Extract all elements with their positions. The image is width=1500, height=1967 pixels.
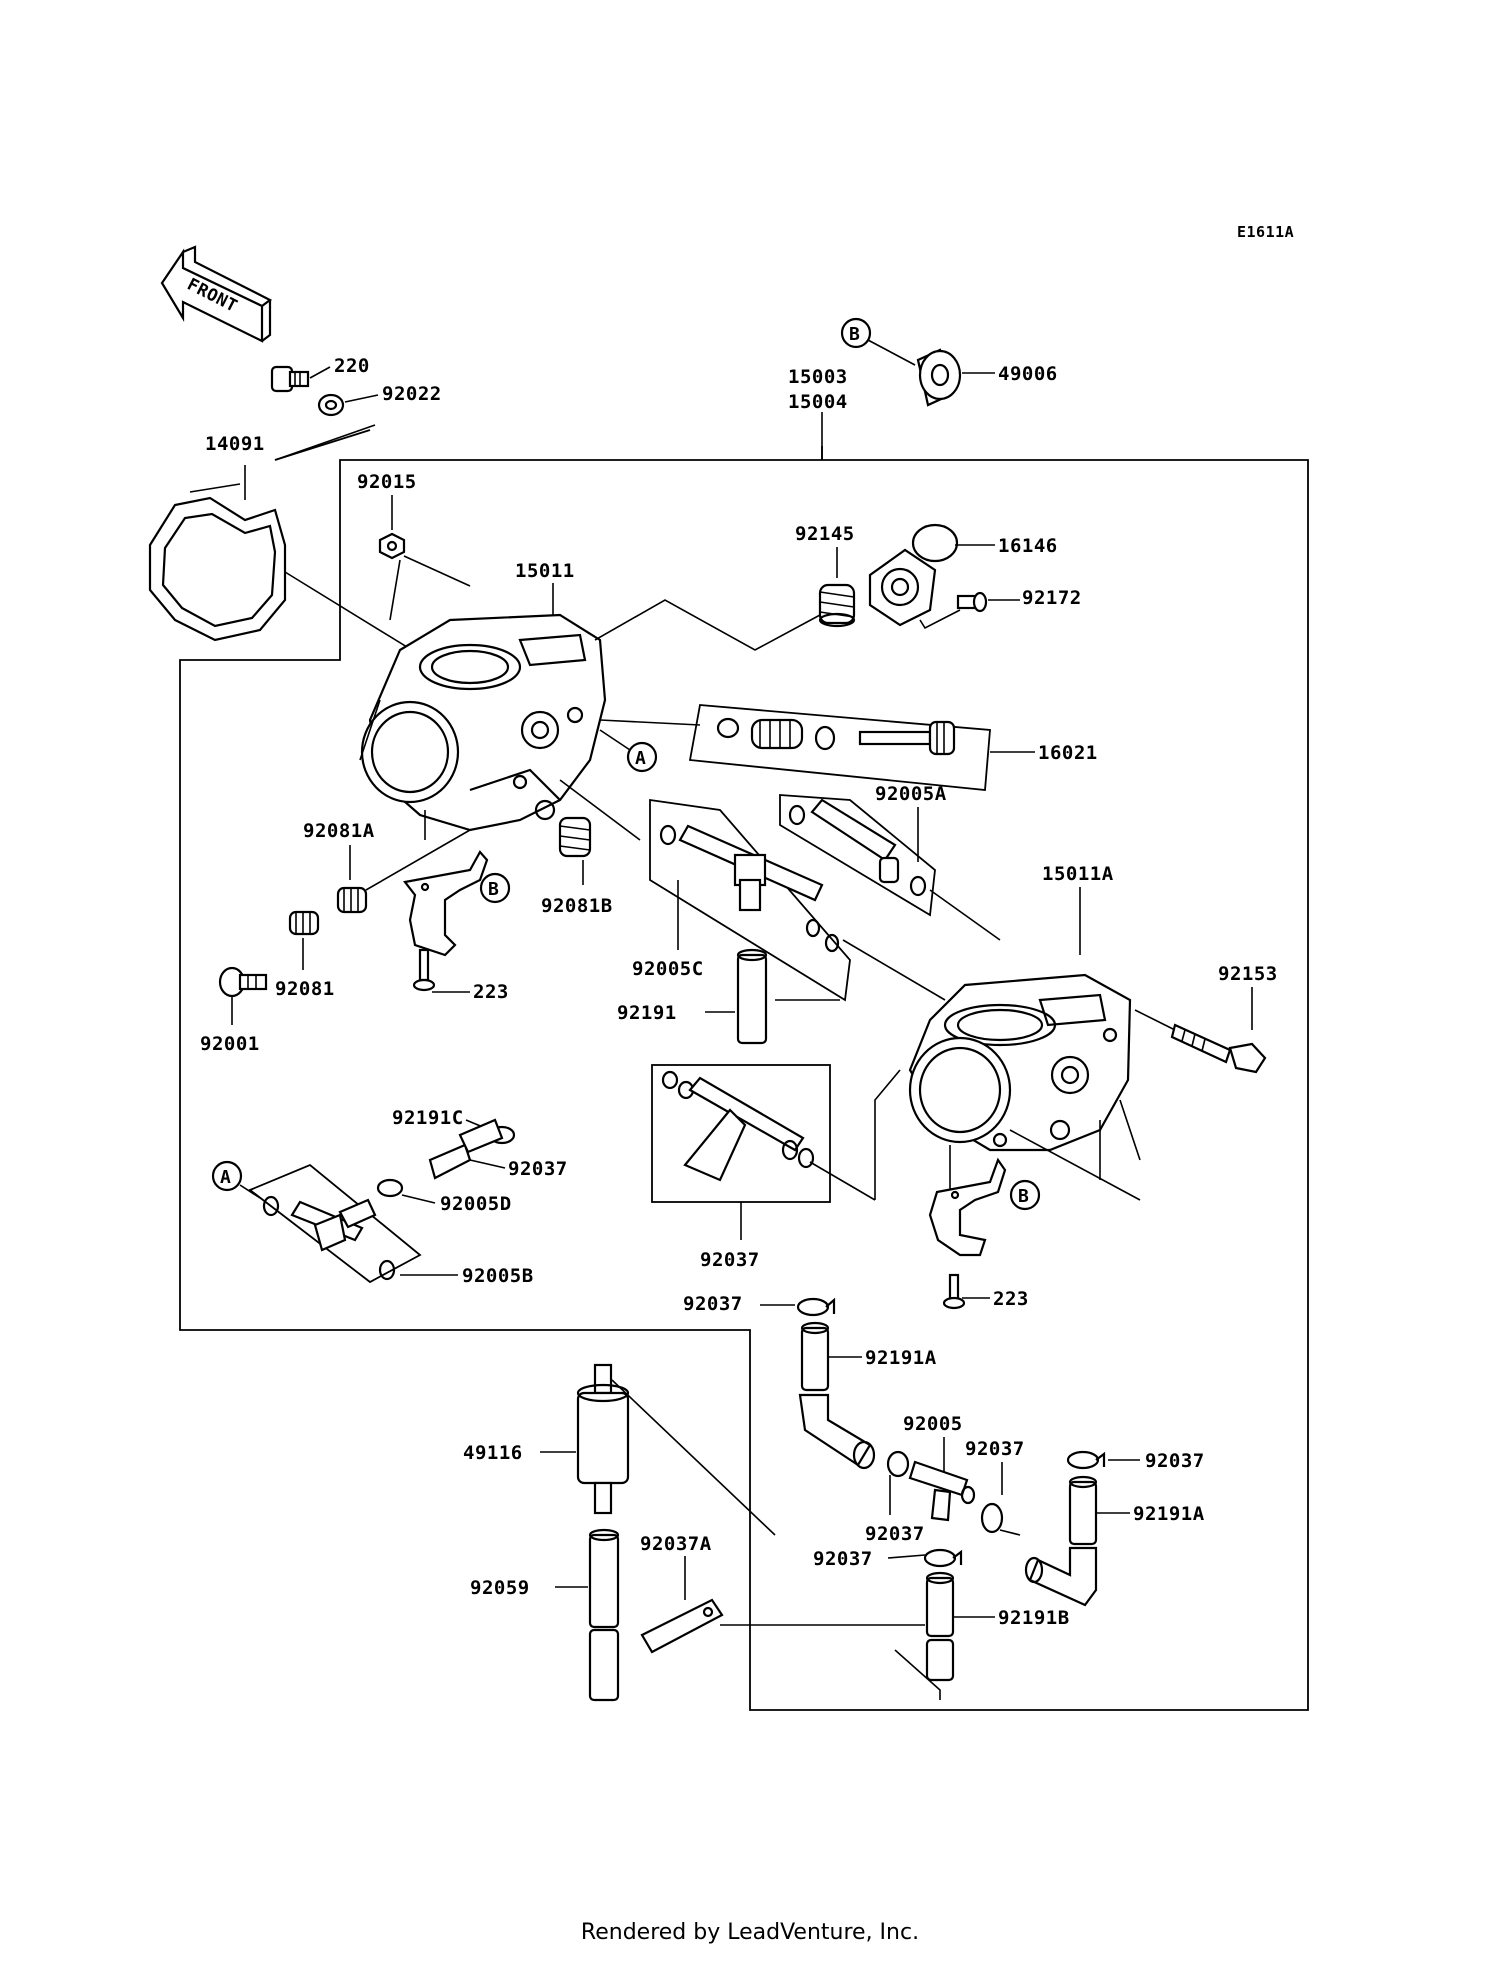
clamp-92037-c — [796, 1297, 836, 1317]
label-92037-c: 92037 — [683, 1293, 743, 1315]
label-92015: 92015 — [357, 471, 417, 493]
clamp-92037-f — [923, 1548, 963, 1568]
label-16146: 16146 — [998, 535, 1058, 557]
ref-a-upper: A — [599, 729, 658, 773]
label-92037-g: 92037 — [1145, 1450, 1205, 1472]
label-92191A: 92191A — [865, 1347, 937, 1369]
joint-92005C — [649, 798, 946, 1002]
hose-92191A — [798, 1321, 876, 1470]
spring-92081B — [558, 816, 592, 885]
hose-92191B — [894, 1571, 995, 1700]
label-92005D: 92005B — [462, 1265, 534, 1287]
front-arrow-icon: FRONT — [160, 245, 273, 343]
svg-text:B: B — [849, 324, 860, 345]
screw-assembly-16021 — [688, 704, 1035, 791]
label-92005C: 92005C — [632, 958, 704, 980]
svg-text:A: A — [220, 1167, 231, 1188]
ref-b-top: B — [840, 317, 916, 366]
label-92037-e: 92037 — [865, 1523, 925, 1545]
bracket-right: B — [928, 1157, 1041, 1257]
label-92191: 92191 — [617, 1002, 677, 1024]
clamp-92037-b — [376, 1178, 436, 1204]
bracket-left: B — [403, 850, 511, 957]
label-16021: 16021 — [1038, 742, 1098, 764]
label-15011: 15011 — [515, 560, 575, 582]
label-223-left: 223 — [473, 981, 509, 1003]
svg-text:A: A — [635, 748, 646, 769]
diagram-code: E1611A — [1237, 223, 1294, 241]
joint-92005B — [651, 1064, 901, 1240]
label-92081A: 92081A — [303, 820, 375, 842]
label-92005B: 92037 — [700, 1249, 760, 1271]
label-15004: 15004 — [788, 391, 848, 413]
label-92172: 92172 — [1022, 587, 1082, 609]
cap-16146 — [868, 523, 995, 630]
filter-49116 — [540, 1363, 776, 1536]
label-92037-a: 92191C — [392, 1107, 464, 1129]
label-15011A: 15011A — [1042, 863, 1114, 885]
spring-92081 — [288, 910, 320, 970]
label-49006: 49006 — [998, 363, 1058, 385]
label-92005: 92005 — [903, 1413, 963, 1435]
spring-92145 — [818, 583, 856, 628]
screw-223-right — [942, 1273, 990, 1310]
label-92001: 92001 — [200, 1033, 260, 1055]
carburetor-15011A — [908, 973, 1176, 1201]
washer-92022 — [274, 393, 379, 461]
label-49116: 49116 — [463, 1442, 523, 1464]
label-15003: 15003 — [788, 366, 848, 388]
pipe-92005A — [779, 794, 1001, 941]
strap-92037A — [640, 1598, 925, 1654]
label-92022: 92022 — [382, 383, 442, 405]
screw-223-left — [412, 948, 470, 993]
label-92037-b: 92005D — [440, 1193, 512, 1215]
bolt-220 — [270, 365, 331, 393]
label-14091: 14091 — [205, 433, 265, 455]
fitting-92005 — [908, 1460, 976, 1522]
label-92059: 92059 — [470, 1577, 530, 1599]
svg-text:B: B — [488, 879, 499, 900]
clamp-92037-d — [980, 1502, 1021, 1536]
screw-92172 — [956, 591, 1020, 613]
clamp-92037-e — [886, 1450, 910, 1515]
hose-92191A-right — [1024, 1475, 1130, 1607]
grommet-49006 — [916, 348, 995, 407]
label-92153: 92153 — [1218, 963, 1278, 985]
screw-92153 — [1170, 1023, 1267, 1074]
spring-92081A — [336, 829, 471, 914]
screw-92001 — [218, 966, 268, 1025]
clamp-92037-g — [1066, 1450, 1140, 1470]
hose-92191C — [428, 1118, 506, 1180]
label-220: 220 — [334, 355, 370, 377]
nut-92015 — [378, 532, 471, 621]
cover-14091 — [148, 465, 421, 656]
label-92081B: 92081B — [541, 895, 613, 917]
label-92037-d: 92037 — [965, 1438, 1025, 1460]
svg-text:B: B — [1018, 1186, 1029, 1207]
carburetor-15011 — [359, 613, 701, 841]
pipe-92191 — [705, 948, 768, 1045]
hose-92059 — [555, 1528, 620, 1702]
ref-a-lower: A — [211, 1160, 261, 1199]
label-92037A: 92037A — [640, 1533, 712, 1555]
label-92191B: 92191B — [998, 1607, 1070, 1629]
label-92191A-right: 92191A — [1133, 1503, 1205, 1525]
render-credit: Rendered by LeadVenture, Inc. — [580, 1920, 920, 1945]
label-223-right: 223 — [993, 1288, 1029, 1310]
label-92145: 92145 — [795, 523, 855, 545]
label-92081: 92081 — [275, 978, 335, 1000]
label-92037-f: 92037 — [813, 1548, 873, 1570]
joint-92005D — [248, 1163, 458, 1284]
label-92191C: 92037 — [508, 1158, 568, 1180]
label-92005A: 92005A — [875, 783, 947, 805]
